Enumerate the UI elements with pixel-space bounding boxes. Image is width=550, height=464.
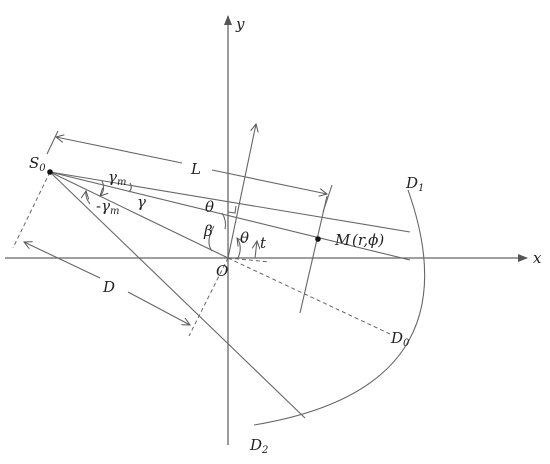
rotated-axis-line [227, 124, 256, 259]
l-tick-left [46, 130, 59, 155]
d-dimension-arrow-right [127, 291, 190, 325]
theta-origin-label: θ [240, 229, 249, 247]
gamma-m-label: γm [108, 168, 126, 188]
ray-lower-neg-gamma-m [49, 171, 306, 419]
source-point [47, 169, 53, 175]
arc-t [255, 241, 257, 259]
d-extension-source [12, 171, 51, 249]
point-m [315, 236, 321, 242]
ray-gamma-through-m [49, 171, 411, 261]
gamma-label: γ [137, 193, 146, 211]
central-ray-solid [49, 171, 229, 259]
detector-arc [253, 189, 426, 426]
detector-2-label: D2 [249, 436, 268, 456]
t-offset-line [227, 257, 271, 263]
arc-beta [208, 225, 215, 252]
beta-label: β [203, 222, 213, 240]
central-ray-dashed [227, 257, 391, 335]
arc-neg-gamma-m [86, 191, 91, 205]
d-dimension-arrow-left [24, 242, 101, 279]
point-m-label: M [334, 231, 351, 249]
neg-gamma-m-label: -γm [96, 197, 120, 217]
arc-gamma [128, 182, 132, 193]
theta-top-label: θ [205, 198, 214, 216]
d-extension-origin [188, 257, 229, 337]
arc-gamma-m [100, 180, 104, 196]
distance-label: D [102, 278, 115, 296]
perpendicular-through-m [299, 195, 328, 314]
point-m-coords: (r,ϕ) [352, 231, 384, 249]
x-axis-label: x [533, 249, 542, 267]
source-label: S0 [29, 154, 46, 174]
ray-upper-gamma-m [49, 171, 411, 233]
length-label: L [190, 160, 201, 178]
l-dimension-arrow-left [56, 137, 183, 164]
detector-0-label: D0 [390, 329, 410, 349]
right-angle-mark [227, 205, 237, 214]
y-axis-label: y [235, 15, 245, 33]
detector-1-label: D1 [405, 174, 424, 194]
l-dimension-arrow-right [211, 169, 327, 194]
arc-theta-origin [237, 238, 240, 259]
t-label: t [260, 234, 267, 252]
origin-label: O [216, 262, 228, 280]
arc-theta-top [221, 212, 227, 230]
